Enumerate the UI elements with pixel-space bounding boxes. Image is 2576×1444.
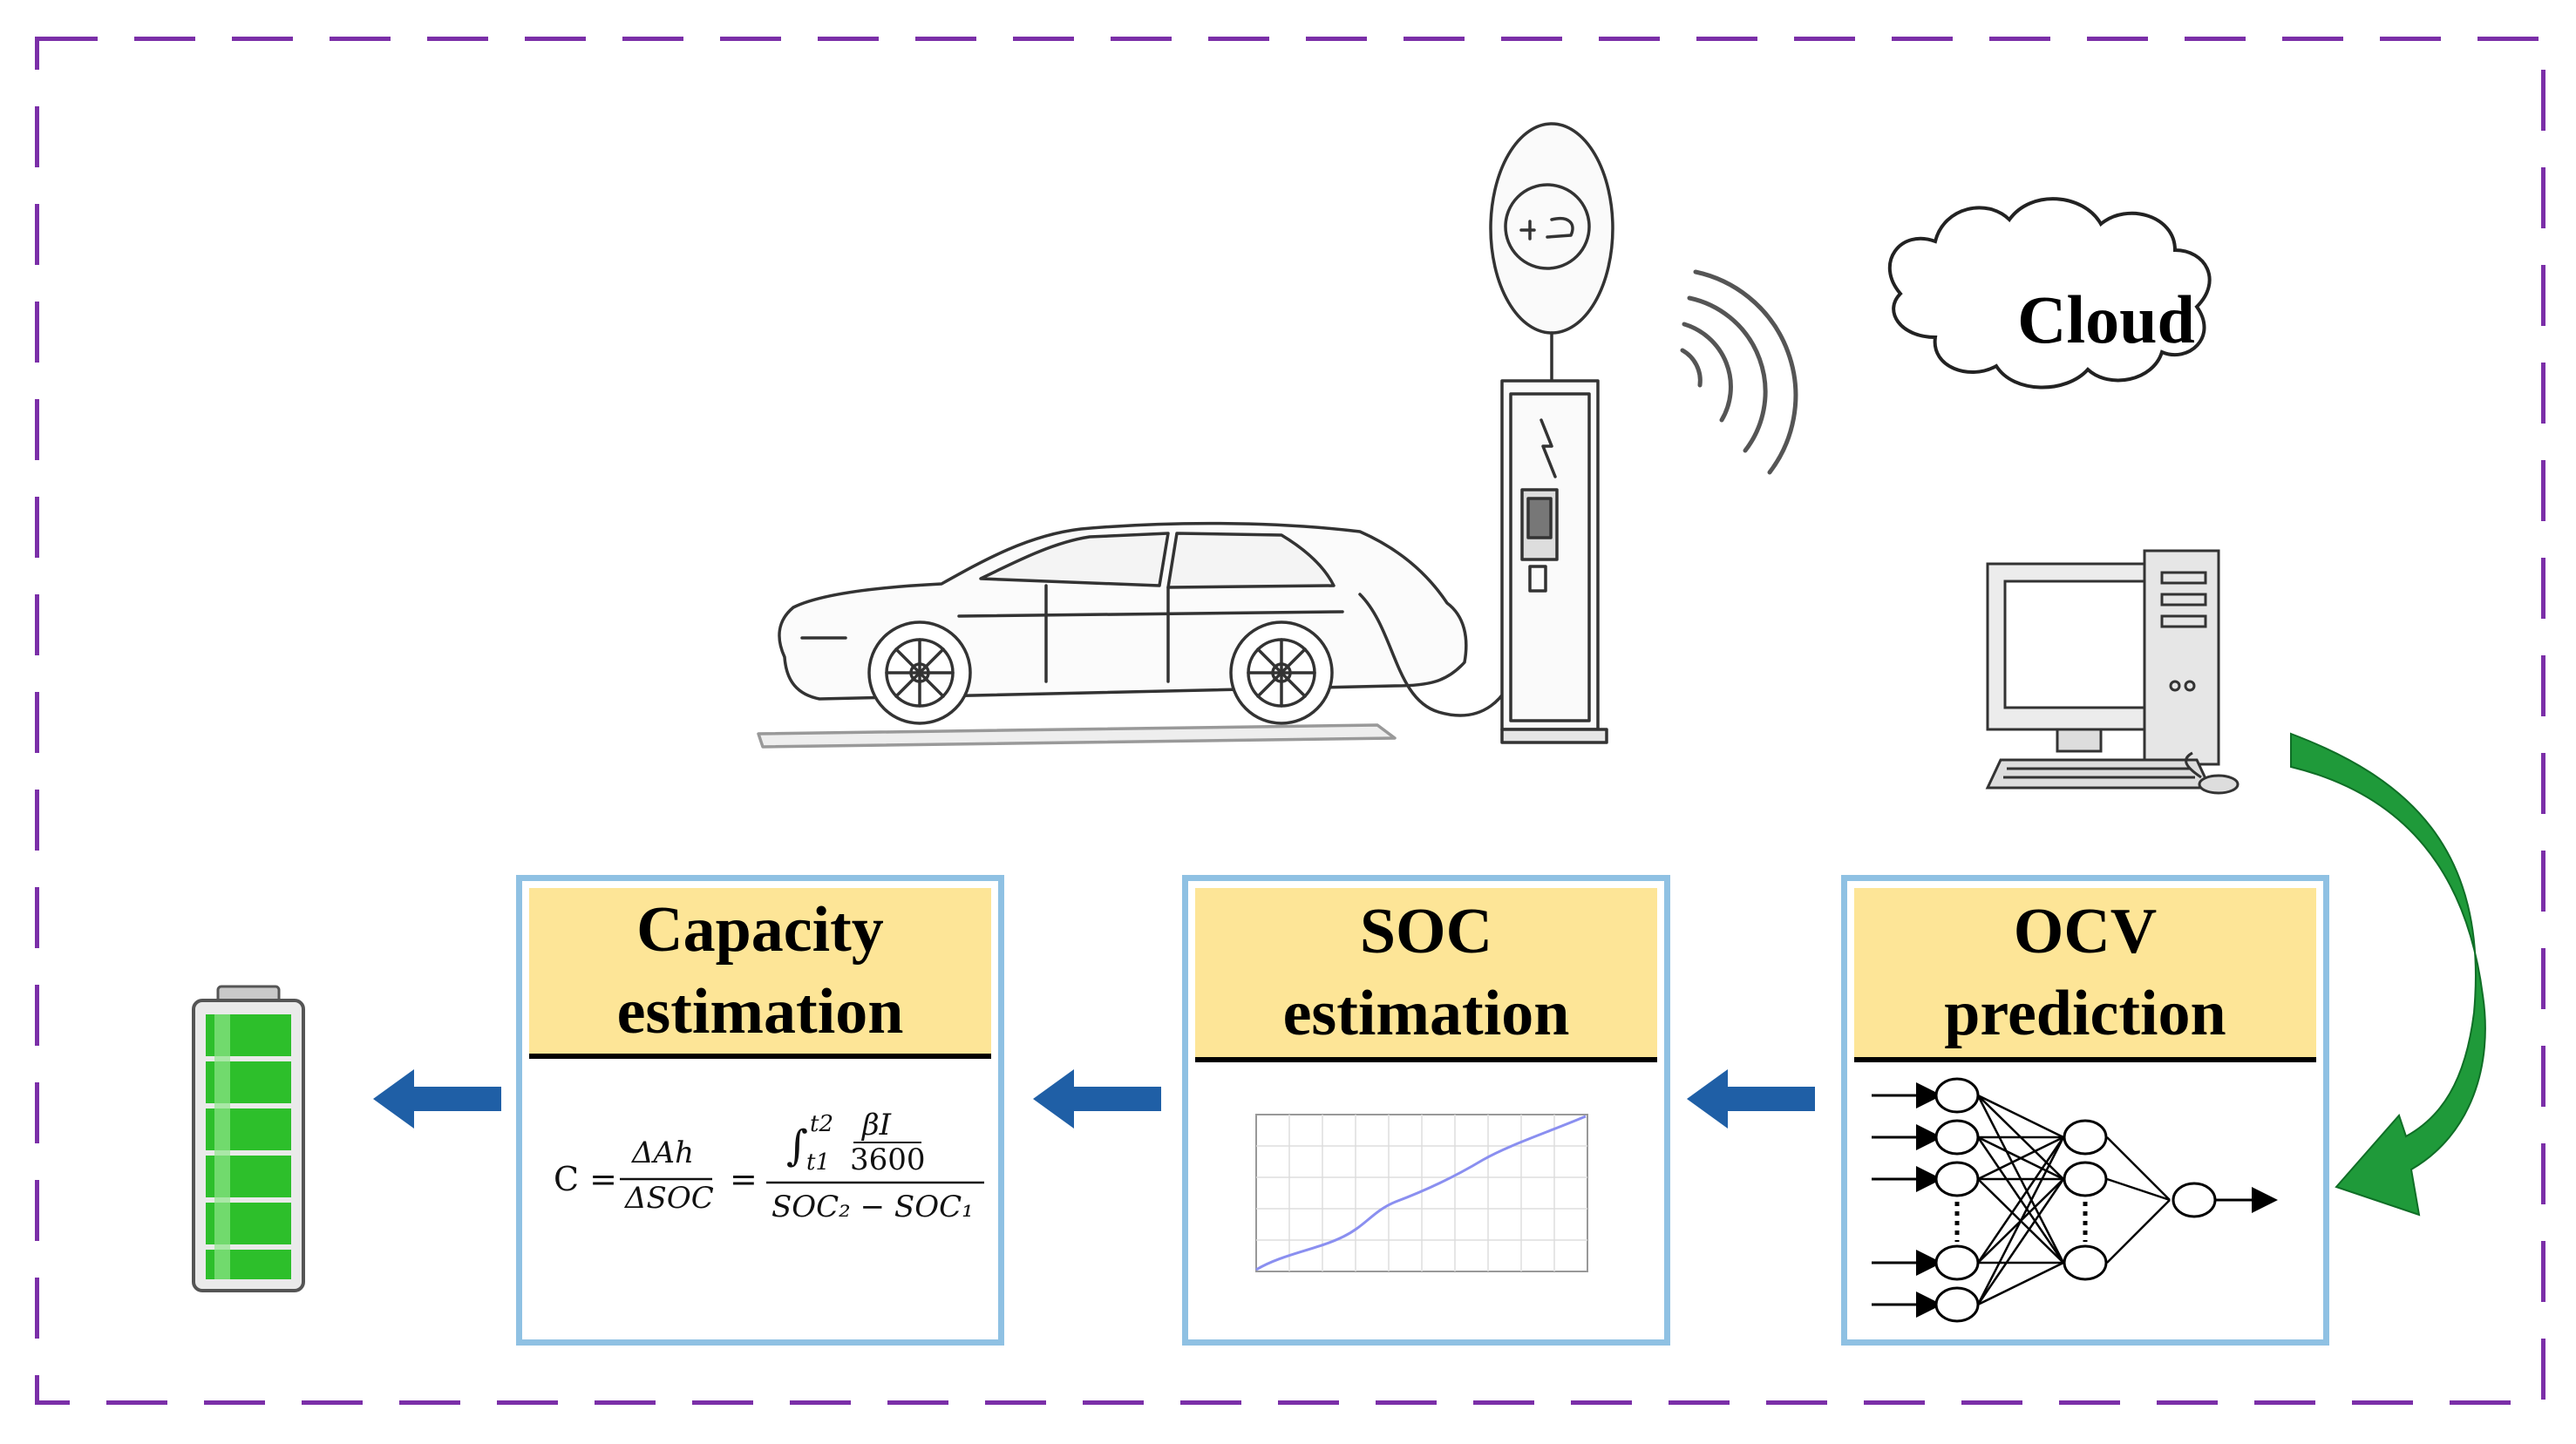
formula-beta-i: βI: [862, 1108, 892, 1142]
soc-estimation-stage: SOC estimation: [1182, 875, 1670, 1346]
formula-lhs: C =: [554, 1160, 617, 1198]
neural-network-diagram: [1854, 1062, 2316, 1332]
ocv-stage-header: OCV prediction: [1854, 888, 2316, 1062]
electric-car-icon: [757, 521, 1527, 749]
formula-eq: =: [730, 1160, 758, 1198]
dashed-frame-border: [35, 37, 2545, 1405]
battery-icon: [192, 985, 305, 1292]
desktop-computer-icon: [1985, 549, 2240, 795]
ocv-prediction-stage: OCV prediction: [1841, 875, 2329, 1346]
scene-artwork: [35, 37, 2545, 1405]
arrow-soc-to-capacity: [1033, 1069, 1161, 1129]
charging-station-icon: [1489, 122, 1614, 744]
soc-stage-title: SOC estimation: [1282, 896, 1570, 1049]
soc-curve-line: [1255, 1115, 1587, 1271]
formula-den2: SOC₂ − SOC₁: [771, 1190, 974, 1224]
formula-den1: ΔSOC: [625, 1181, 714, 1216]
cloud-label: Cloud: [2017, 281, 2195, 357]
formula-integral: ∫: [786, 1122, 809, 1170]
curved-arrow-down-icon: [2290, 732, 2486, 1217]
formula-fraction-bars: [620, 1142, 984, 1184]
capacity-formula: C = ΔAh ΔSOC = ∫ t2 t1 βI 3600 SOC₂ − SO…: [529, 1059, 991, 1332]
arrow-ocv-to-soc: [1687, 1069, 1815, 1129]
neural-network-svg: [1872, 1077, 2278, 1323]
arrow-capacity-to-battery: [373, 1069, 501, 1129]
ocv-stage-title: OCV prediction: [1944, 896, 2226, 1049]
diagram-frame: Cloud Capacity estimation C = ΔAh ΔSOC =…: [35, 37, 2545, 1405]
capacity-stage-title: Capacity estimation: [616, 894, 904, 1047]
soc-curve-plot: [1195, 1062, 1657, 1332]
formula-num1: ΔAh: [632, 1136, 695, 1170]
capacity-estimation-stage: Capacity estimation C = ΔAh ΔSOC = ∫ t2 …: [516, 875, 1004, 1346]
wireless-signal-icon: [1680, 269, 1798, 475]
capacity-stage-header: Capacity estimation: [529, 888, 991, 1059]
formula-lower: t1: [806, 1149, 830, 1176]
formula-upper: t2: [810, 1111, 833, 1137]
soc-stage-header: SOC estimation: [1195, 888, 1657, 1062]
formula-3600: 3600: [850, 1142, 926, 1177]
cloud-icon: [1887, 197, 2212, 390]
soc-curve-svg: [1255, 1114, 1588, 1272]
